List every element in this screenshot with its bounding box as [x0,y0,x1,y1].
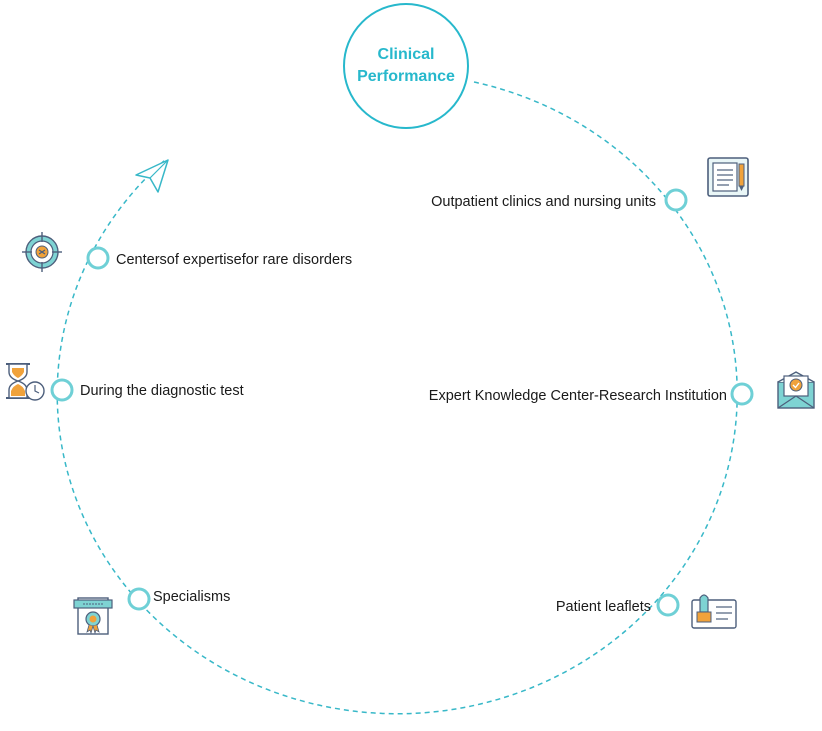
node-marker-outpatient[interactable] [664,188,688,212]
node-marker-diagnostic[interactable] [50,378,74,402]
id-card-icon [691,594,737,629]
node-label-expert: Expert Knowledge Center-Research Institu… [428,388,727,404]
node-label-diagnostic: During the diagnostic test [80,383,244,399]
hourglass-clock-icon [6,363,45,401]
award-document-icon [73,597,113,635]
node-marker-expert[interactable] [730,382,754,406]
cycle-dashed-path [56,81,738,715]
node-label-specialisms: Specialisms [153,589,231,605]
cycle-arrow-icon [135,159,169,193]
target-icon [22,232,62,272]
clipboard-icon [707,157,749,197]
node-marker-leaflets[interactable] [656,593,680,617]
node-label-outpatient: Outpatient clinics and nursing units [431,194,656,210]
node-label-rare: Centersof expertisefor rare disorders [116,252,353,268]
center-title-line1: Clinical [377,46,435,63]
certificate-envelope-icon [777,371,815,409]
node-marker-specialisms[interactable] [127,587,151,611]
node-label-leaflets: Patient leaflets [555,599,651,615]
node-marker-rare[interactable] [86,246,110,270]
center-title: Clinical Performance [342,2,470,130]
center-circle [343,3,469,129]
center-title-line2: Performance [357,68,455,85]
